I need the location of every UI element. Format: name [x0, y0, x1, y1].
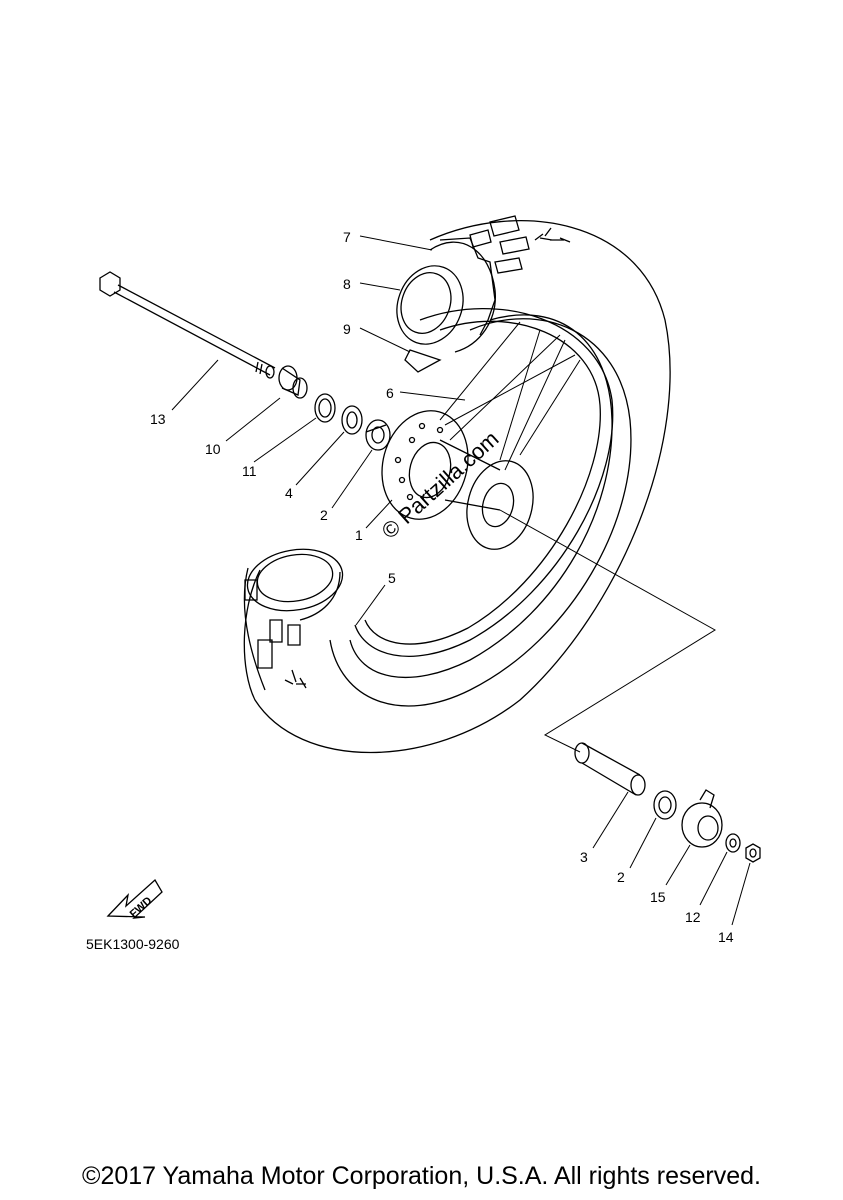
callout-5: 5: [388, 570, 396, 586]
callout-4: 4: [285, 485, 293, 501]
callout-14: 14: [718, 929, 734, 945]
rim: [354, 308, 614, 658]
axle: [99, 271, 276, 379]
callout-15: 15: [650, 889, 666, 905]
callout-9: 9: [343, 321, 351, 337]
callout-numbers: 7 8 9 6 13 10 11 4 2 1 5 3 2 15 12 14: [150, 229, 734, 945]
callout-12: 12: [685, 909, 701, 925]
callout-13: 13: [150, 411, 166, 427]
assembly-axis-line: [499, 509, 716, 753]
bearing-2-right: [653, 790, 677, 820]
nut: [745, 843, 761, 863]
bearing-2-left: [365, 419, 391, 451]
spokes: [439, 321, 581, 471]
tube-rim-band-cutaway: [396, 237, 496, 373]
fwd-arrow-icon: [106, 878, 163, 919]
hub: [381, 410, 534, 550]
spacer: [574, 742, 646, 796]
callout-3: 3: [580, 849, 588, 865]
callout-8: 8: [343, 276, 351, 292]
bearing-4: [341, 405, 363, 435]
collar: [278, 365, 308, 399]
callout-2-right: 2: [617, 869, 625, 885]
washer: [725, 833, 741, 853]
meter-gear-unit: [681, 789, 723, 848]
callout-10: 10: [205, 441, 221, 457]
copyright-notice: ©2017 Yamaha Motor Corporation, U.S.A. A…: [82, 1162, 761, 1190]
callout-6: 6: [386, 385, 394, 401]
oil-seal: [314, 393, 336, 423]
leader-lines: [171, 235, 751, 926]
callout-2-left: 2: [320, 507, 328, 523]
tire-cutaway: [243, 548, 344, 691]
tire: [243, 215, 671, 754]
callout-11: 11: [242, 463, 257, 479]
callout-7: 7: [343, 229, 351, 245]
callout-1: 1: [355, 527, 363, 543]
reference-code: 5EK1300-9260: [86, 936, 180, 952]
